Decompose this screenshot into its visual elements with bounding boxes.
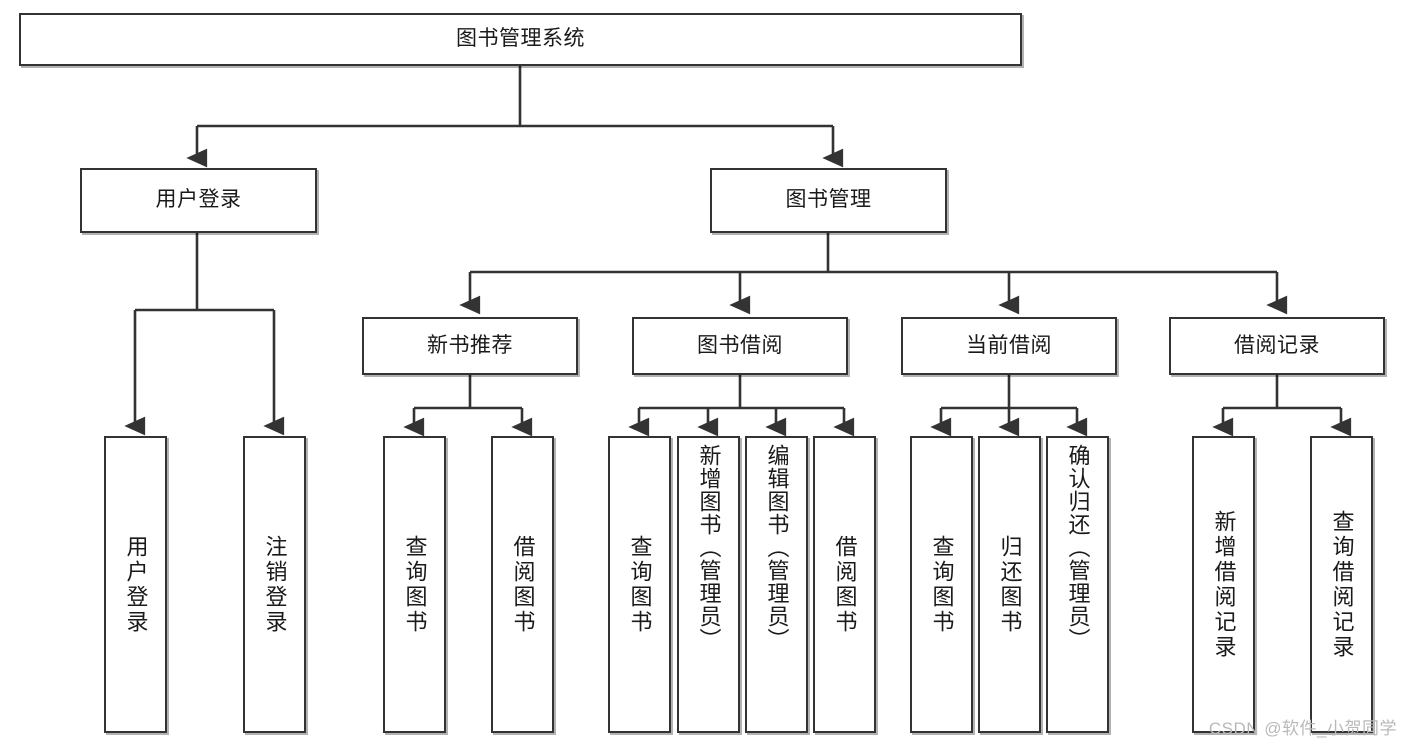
node-book-management-label: 图书管理 bbox=[785, 188, 872, 212]
node-book-borrow-label: 图书借阅 bbox=[697, 333, 783, 357]
leaf-confirm-return[interactable]: 确认归还（管理员） bbox=[1046, 436, 1109, 733]
leaf-borrow-book-2-label: 借阅图书 bbox=[832, 534, 858, 635]
leaf-borrow-book-1[interactable]: 借阅图书 bbox=[491, 436, 554, 733]
node-root[interactable]: 图书管理系统 bbox=[19, 13, 1022, 66]
node-current-borrow[interactable]: 当前借阅 bbox=[901, 317, 1117, 375]
leaf-confirm-return-label: 确认归还（管理员） bbox=[1065, 444, 1091, 651]
leaf-edit-book-label: 编辑图书（管理员） bbox=[764, 444, 790, 651]
node-new-book-recommend[interactable]: 新书推荐 bbox=[362, 317, 578, 375]
node-book-borrow[interactable]: 图书借阅 bbox=[632, 317, 848, 375]
leaf-query-book-1-label: 查询图书 bbox=[402, 534, 428, 635]
leaf-user-login-label: 用户登录 bbox=[123, 534, 149, 635]
leaf-query-record-label: 查询借阅记录 bbox=[1329, 509, 1355, 660]
leaf-return-book-label: 归还图书 bbox=[997, 534, 1023, 635]
leaf-query-book-2-label: 查询图书 bbox=[627, 534, 653, 635]
leaf-query-book-2[interactable]: 查询图书 bbox=[608, 436, 671, 733]
node-book-management[interactable]: 图书管理 bbox=[710, 168, 947, 233]
leaf-query-book-3[interactable]: 查询图书 bbox=[910, 436, 973, 733]
leaf-query-book-1[interactable]: 查询图书 bbox=[383, 436, 446, 733]
leaf-query-record[interactable]: 查询借阅记录 bbox=[1310, 436, 1373, 733]
node-user-login-label: 用户登录 bbox=[155, 188, 242, 212]
node-new-book-recommend-label: 新书推荐 bbox=[427, 333, 513, 357]
leaf-add-record-label: 新增借阅记录 bbox=[1211, 509, 1237, 660]
leaf-add-record[interactable]: 新增借阅记录 bbox=[1192, 436, 1255, 733]
leaf-user-login[interactable]: 用户登录 bbox=[104, 436, 167, 733]
leaf-add-book[interactable]: 新增图书（管理员） bbox=[677, 436, 740, 733]
node-borrow-record[interactable]: 借阅记录 bbox=[1169, 317, 1385, 375]
node-root-label: 图书管理系统 bbox=[456, 27, 585, 51]
leaf-add-book-label: 新增图书（管理员） bbox=[696, 444, 722, 651]
leaf-return-book[interactable]: 归还图书 bbox=[978, 436, 1041, 733]
leaf-logout[interactable]: 注销登录 bbox=[243, 436, 306, 733]
node-current-borrow-label: 当前借阅 bbox=[966, 333, 1052, 357]
node-user-login[interactable]: 用户登录 bbox=[80, 168, 317, 233]
leaf-edit-book[interactable]: 编辑图书（管理员） bbox=[745, 436, 808, 733]
leaf-logout-label: 注销登录 bbox=[262, 534, 288, 635]
leaf-borrow-book-1-label: 借阅图书 bbox=[510, 534, 536, 635]
leaf-borrow-book-2[interactable]: 借阅图书 bbox=[813, 436, 876, 733]
leaf-query-book-3-label: 查询图书 bbox=[929, 534, 955, 635]
node-borrow-record-label: 借阅记录 bbox=[1234, 333, 1320, 357]
